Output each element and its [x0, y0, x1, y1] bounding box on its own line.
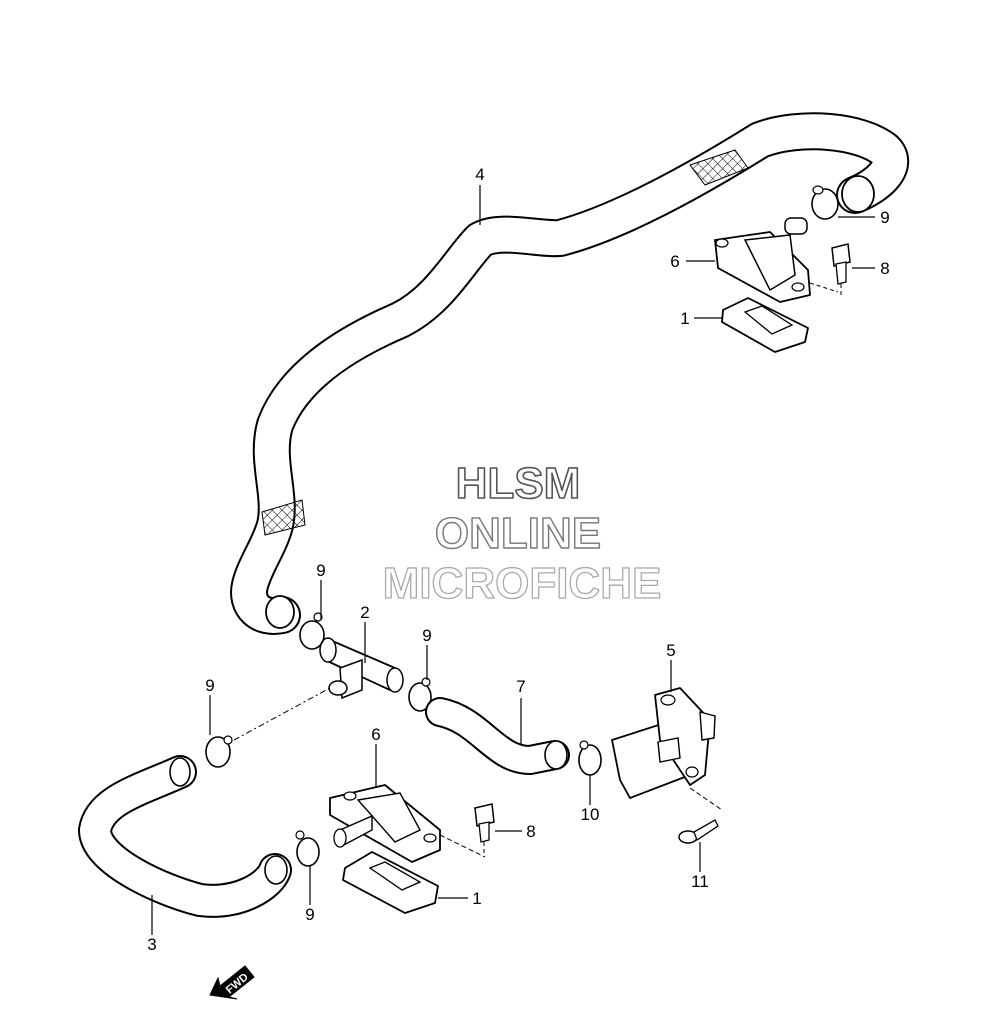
gasket-bottom	[342, 851, 439, 914]
leader-lines	[151, 185, 875, 935]
gasket-top	[721, 297, 809, 353]
clamp-top	[811, 185, 839, 220]
callout-8-top: 8	[880, 259, 889, 278]
callout-1-top: 1	[680, 309, 689, 328]
watermark-line3: MICROFICHE	[383, 559, 662, 608]
callout-7: 7	[516, 677, 525, 696]
callout-4: 4	[475, 165, 484, 184]
hose-3	[78, 755, 292, 918]
callout-2: 2	[360, 603, 369, 622]
t-pipe-2	[319, 637, 404, 700]
clamp-right	[408, 677, 432, 712]
reed-valve-cover-top	[714, 217, 811, 303]
screw-11	[678, 819, 719, 844]
callout-9-top: 9	[880, 208, 889, 227]
callout-1-bottom: 1	[472, 889, 481, 908]
fwd-arrow-icon: FWD	[209, 965, 255, 1000]
callouts: 4 9 6 8 1 9 2 9 9 7 5 6 8 10 1 9 3 11	[147, 165, 889, 954]
callout-10: 10	[581, 805, 600, 824]
watermark-line2: ONLINE	[435, 509, 601, 558]
callout-6-bottom: 6	[371, 725, 380, 744]
bolt-bottom	[474, 803, 495, 856]
callout-9-bottom: 9	[305, 905, 314, 924]
watermark-line1: HLSM	[456, 459, 581, 508]
callout-5: 5	[666, 641, 675, 660]
clamp-10	[578, 740, 602, 776]
clamp-left	[205, 687, 331, 768]
callout-3: 3	[147, 935, 156, 954]
bolt-top	[809, 243, 851, 296]
reed-valve-cover-bottom	[329, 784, 486, 863]
valve-5	[611, 687, 723, 811]
callout-9-left: 9	[205, 676, 214, 695]
hose-7	[425, 697, 570, 776]
hose-4	[230, 112, 909, 635]
callout-9-right: 9	[422, 626, 431, 645]
callout-6-top: 6	[670, 252, 679, 271]
callout-11: 11	[691, 872, 709, 891]
clamp-bottom	[295, 830, 320, 867]
clamp-mid	[299, 612, 325, 650]
callout-9-mid: 9	[316, 561, 325, 580]
watermark: HLSM ONLINE MICROFICHE	[382, 458, 662, 608]
callout-8-bottom: 8	[526, 822, 535, 841]
